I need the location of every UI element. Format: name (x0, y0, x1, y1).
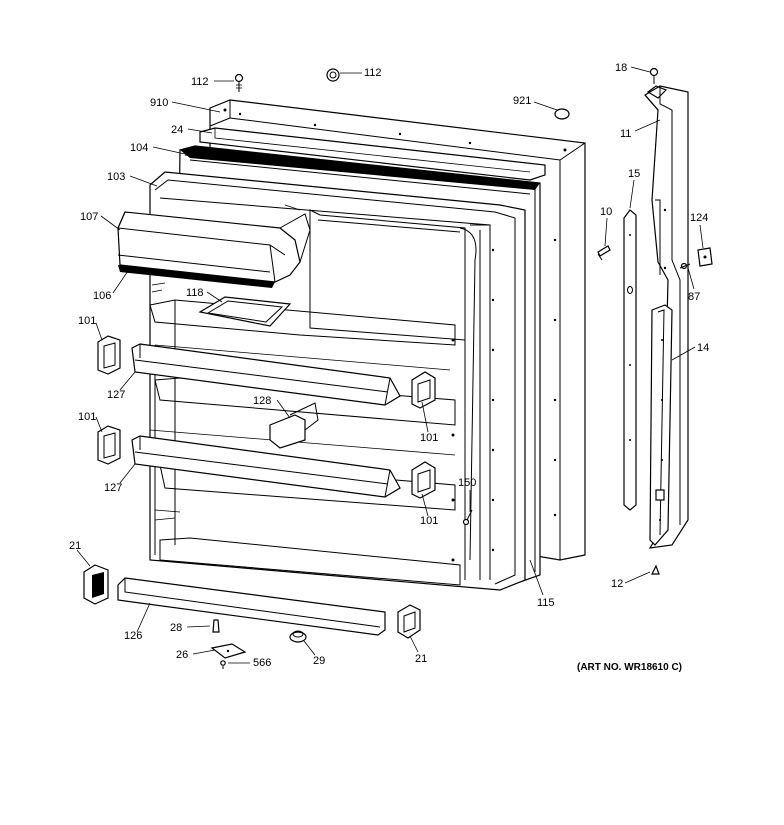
label-15: 15 (628, 168, 640, 180)
label-28: 28 (170, 622, 182, 634)
label-101-left-upper: 101 (78, 315, 96, 327)
label-910: 910 (150, 97, 168, 109)
label-26: 26 (176, 649, 188, 661)
clip-124 (697, 247, 713, 267)
handle-base (649, 304, 673, 546)
handle-trim-strip (623, 209, 637, 511)
label-150: 150 (458, 477, 476, 489)
shelf-end-cap-left-upper (97, 335, 121, 375)
label-14: 14 (697, 342, 709, 354)
screw-10 (597, 245, 611, 261)
bottom-door-rail (117, 577, 386, 636)
label-101-left-lower: 101 (78, 411, 96, 423)
label-21-right: 21 (415, 653, 427, 665)
label-566: 566 (253, 657, 271, 669)
stop-28 (212, 619, 220, 633)
label-127-lower: 127 (104, 482, 122, 494)
art-number: (ART NO. WR18610 C) (577, 662, 682, 673)
screw-87 (679, 262, 691, 270)
label-101-right-lower: 101 (420, 515, 438, 527)
screw-18 (649, 67, 659, 84)
screw-150 (462, 509, 473, 526)
label-24: 24 (171, 124, 183, 136)
bottom-rail-end-cap-right (397, 604, 421, 639)
label-921: 921 (513, 95, 531, 107)
dairy-compartment-door (117, 204, 311, 288)
label-127-upper: 127 (107, 389, 125, 401)
screw-566 (220, 660, 226, 669)
plug-921 (554, 108, 570, 120)
screw-112-left (234, 73, 244, 92)
butter-tray (198, 296, 292, 327)
shelf-end-cap-right-upper (411, 371, 436, 409)
bottom-rail-end-cap-left (83, 564, 109, 605)
cam-29 (289, 630, 307, 643)
leader-lines (76, 66, 704, 664)
breaker-strip-top (199, 127, 546, 181)
shelf-end-cap-left-lower (97, 425, 121, 465)
label-126: 126 (124, 630, 142, 642)
label-115: 115 (537, 597, 555, 609)
label-11: 11 (620, 128, 631, 140)
label-18: 18 (615, 62, 627, 74)
shelf-divider-bracket (269, 402, 319, 449)
label-103: 103 (107, 171, 125, 183)
hinge-plate-26 (210, 643, 247, 659)
shelf-end-cap-right-lower (411, 461, 436, 499)
label-29: 29 (313, 655, 325, 667)
label-106: 106 (93, 290, 111, 302)
label-104: 104 (130, 142, 148, 154)
label-118: 118 (186, 287, 204, 299)
part-labels: 112 112 910 24 104 103 107 106 118 101 1… (69, 62, 709, 673)
label-101-right-upper: 101 (420, 432, 438, 444)
screw-12 (651, 564, 660, 575)
label-21-left: 21 (69, 540, 81, 552)
label-124: 124 (690, 212, 708, 224)
plug-112-right (326, 68, 340, 82)
label-112-right: 112 (364, 67, 382, 79)
label-107: 107 (80, 211, 98, 223)
label-10: 10 (600, 206, 612, 218)
label-87: 87 (688, 291, 700, 303)
label-128: 128 (253, 395, 271, 407)
label-112-left: 112 (191, 76, 209, 88)
label-12: 12 (611, 578, 623, 590)
